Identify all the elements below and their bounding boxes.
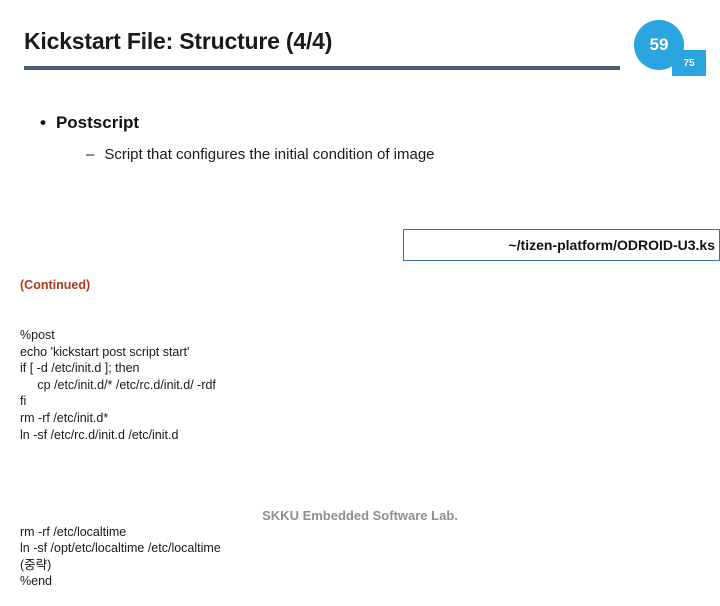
code-spacer xyxy=(20,476,440,490)
file-path-label: ~/tizen-platform/ODROID-U3.ks xyxy=(508,237,715,253)
bullet-level1-label: Postscript xyxy=(55,113,140,132)
file-path-callout: ~/tizen-platform/ODROID-U3.ks xyxy=(403,229,720,261)
bullet-level2: – Script that configures the initial con… xyxy=(86,146,435,163)
code-continued-label: (Continued) xyxy=(20,278,91,293)
footer-label: SKKU Embedded Software Lab. xyxy=(262,508,458,523)
bullet-dash-icon: – xyxy=(86,146,95,163)
page-title: Kickstart File: Structure (4/4) xyxy=(24,28,333,54)
code-lines-part2: rm -rf /etc/localtime ln -sf /opt/etc/lo… xyxy=(20,524,221,589)
slide-total-badge: 75 xyxy=(672,50,706,76)
bullet-level1: • Postscript xyxy=(40,113,139,133)
bullet-level2-label: Script that configures the initial condi… xyxy=(104,146,435,163)
title-divider xyxy=(24,66,620,70)
code-block: (Continued) %post echo 'kickstart post s… xyxy=(20,244,440,606)
slide-number-badge: 59 xyxy=(634,20,684,70)
code-lines-part1: %post echo 'kickstart post script start'… xyxy=(20,327,216,442)
bullet-dot-icon: • xyxy=(40,113,46,132)
